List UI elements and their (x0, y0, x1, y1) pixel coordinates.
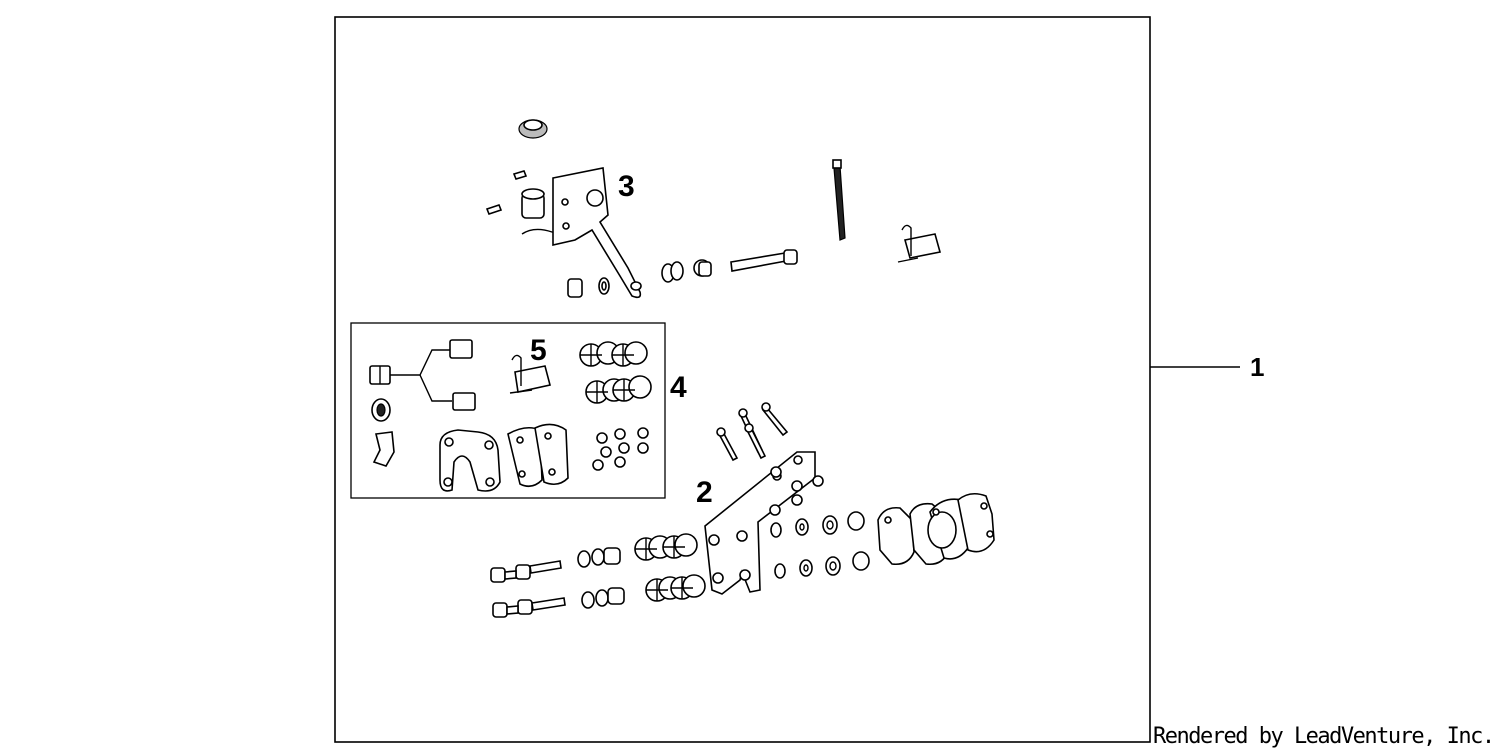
part-group-4-box (350, 322, 666, 499)
callout-2: 2 (696, 476, 713, 509)
part-group-3 (485, 119, 942, 299)
diagram-frame (334, 16, 1151, 743)
part-group-2 (490, 402, 995, 618)
callout-1: 1 (1250, 352, 1264, 382)
callout-3: 3 (618, 170, 635, 203)
part-group-4 (369, 339, 652, 492)
render-credit: Rendered by LeadVenture, Inc. (1153, 724, 1495, 749)
callout-4: 4 (670, 371, 687, 404)
callout-5: 5 (530, 334, 547, 367)
